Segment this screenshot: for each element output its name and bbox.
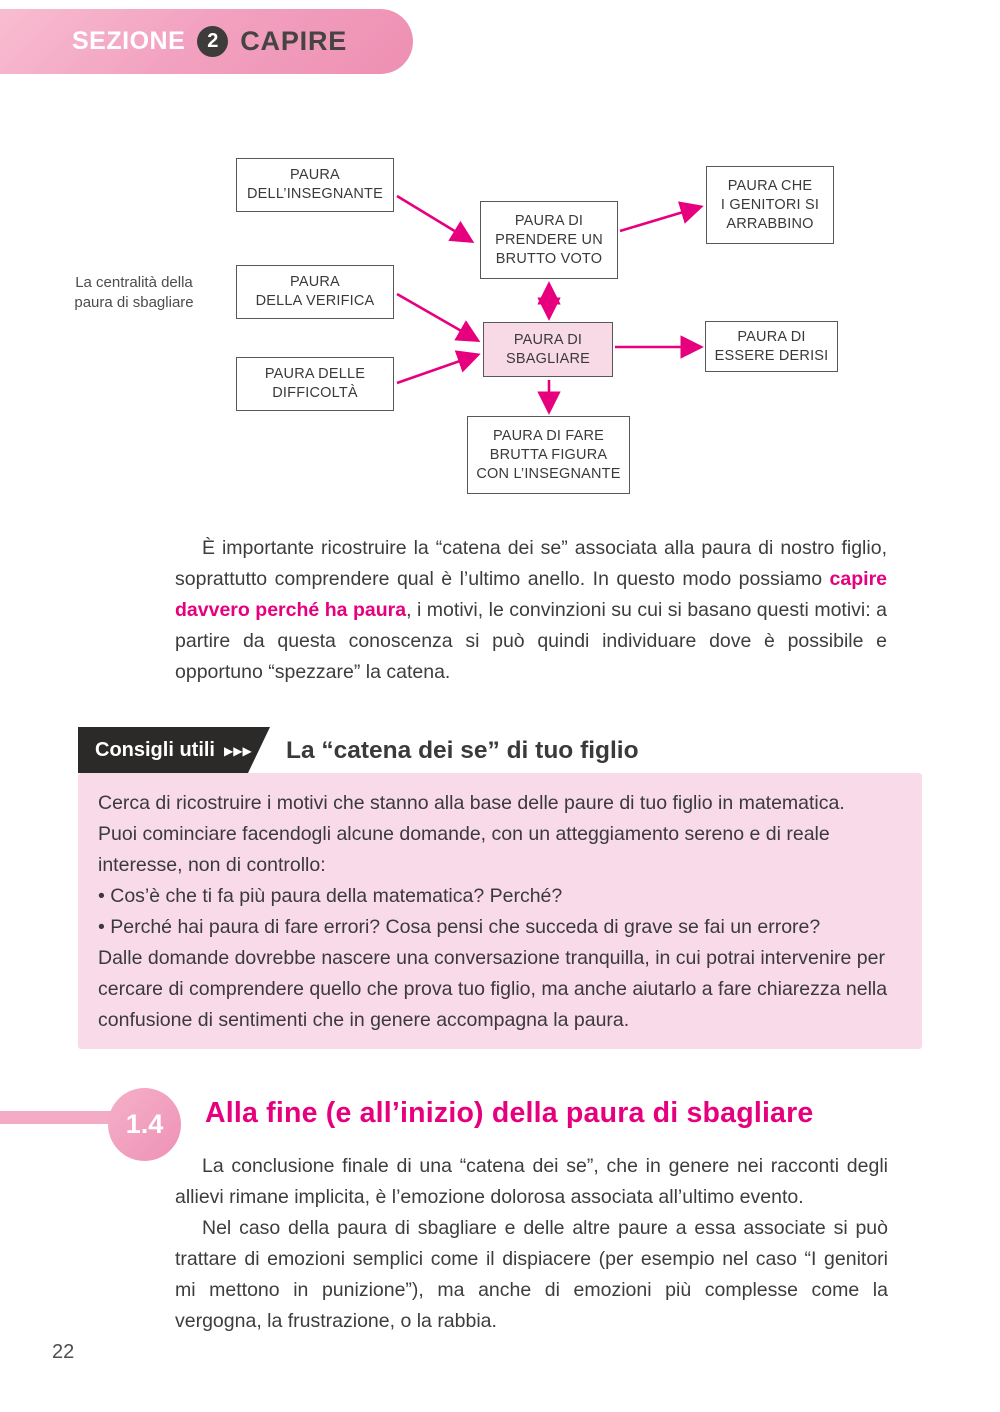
section-title: CAPIRE — [240, 26, 348, 56]
highlighted-phrase: capire davvero perché ha paura — [175, 568, 887, 621]
triple-arrow-icon: ▶▶▶ — [224, 744, 252, 758]
body-paragraph-1: La conclusione finale di una “catena dei… — [175, 1155, 888, 1208]
tips-tab-label: Consigli utili — [95, 738, 215, 761]
diagram-caption: La centralità della paura di sbagliare — [74, 274, 194, 311]
diagram-box-essere-derisi: PAURA DI ESSERE DERISI — [705, 321, 838, 372]
section-banner: SEZIONE 2 CAPIRE — [0, 9, 413, 74]
intro-text-before: È importante ricostruire la “catena dei … — [175, 537, 887, 590]
intro-paragraph: È importante ricostruire la “catena dei … — [175, 533, 887, 688]
section-number-badge: 2 — [197, 26, 229, 57]
intro-paragraph-text: È importante ricostruire la “catena dei … — [175, 533, 887, 688]
body-copy: La conclusione finale di una “catena dei… — [175, 1151, 888, 1337]
section-marker-bar — [0, 1111, 116, 1124]
diagram-box-genitori-arrabbino: PAURA CHE I GENITORI SI ARRABBINO — [706, 166, 834, 244]
diagram-box-paura-di-sbagliare: PAURA DI SBAGLIARE — [483, 322, 613, 377]
tip-bullet: • Perché hai paura di fare errori? Cosa … — [98, 916, 821, 938]
section-number-badge-1-4: 1.4 — [108, 1088, 181, 1161]
diagram-box-brutto-voto: PAURA DI PRENDERE UN BRUTTO VOTO — [480, 201, 618, 279]
section-heading: Alla fine (e all’inizio) della paura di … — [205, 1097, 814, 1129]
tips-title: La “catena dei se” di tuo figlio — [286, 737, 639, 764]
intro-text-after: , i motivi, le convinzioni su cui si bas… — [175, 599, 887, 683]
tips-outro-text: Dalle domande dovrebbe nascere una conve… — [98, 947, 888, 1031]
tips-tab: Consigli utili ▶▶▶ — [78, 727, 270, 773]
body-paragraph-2: Nel caso della paura di sbagliare e dell… — [175, 1217, 888, 1332]
page-number: 22 — [52, 1341, 75, 1363]
tips-box: Cerca di ricostruire i motivi che stanno… — [78, 773, 922, 1049]
diagram-box-brutta-figura: PAURA DI FARE BRUTTA FIGURA CON L’INSEGN… — [467, 416, 630, 494]
diagram-box-paura-verifica: PAURA DELLA VERIFICA — [236, 265, 394, 319]
diagram-box-paura-difficolta: PAURA DELLE DIFFICOLTÀ — [236, 357, 394, 411]
tips-intro-text: Cerca di ricostruire i motivi che stanno… — [98, 792, 845, 876]
section-label: SEZIONE — [72, 27, 186, 55]
diagram-box-paura-insegnante: PAURA DELL’INSEGNANTE — [236, 158, 394, 212]
tip-bullet: • Cos’è che ti fa più paura della matema… — [98, 885, 563, 907]
